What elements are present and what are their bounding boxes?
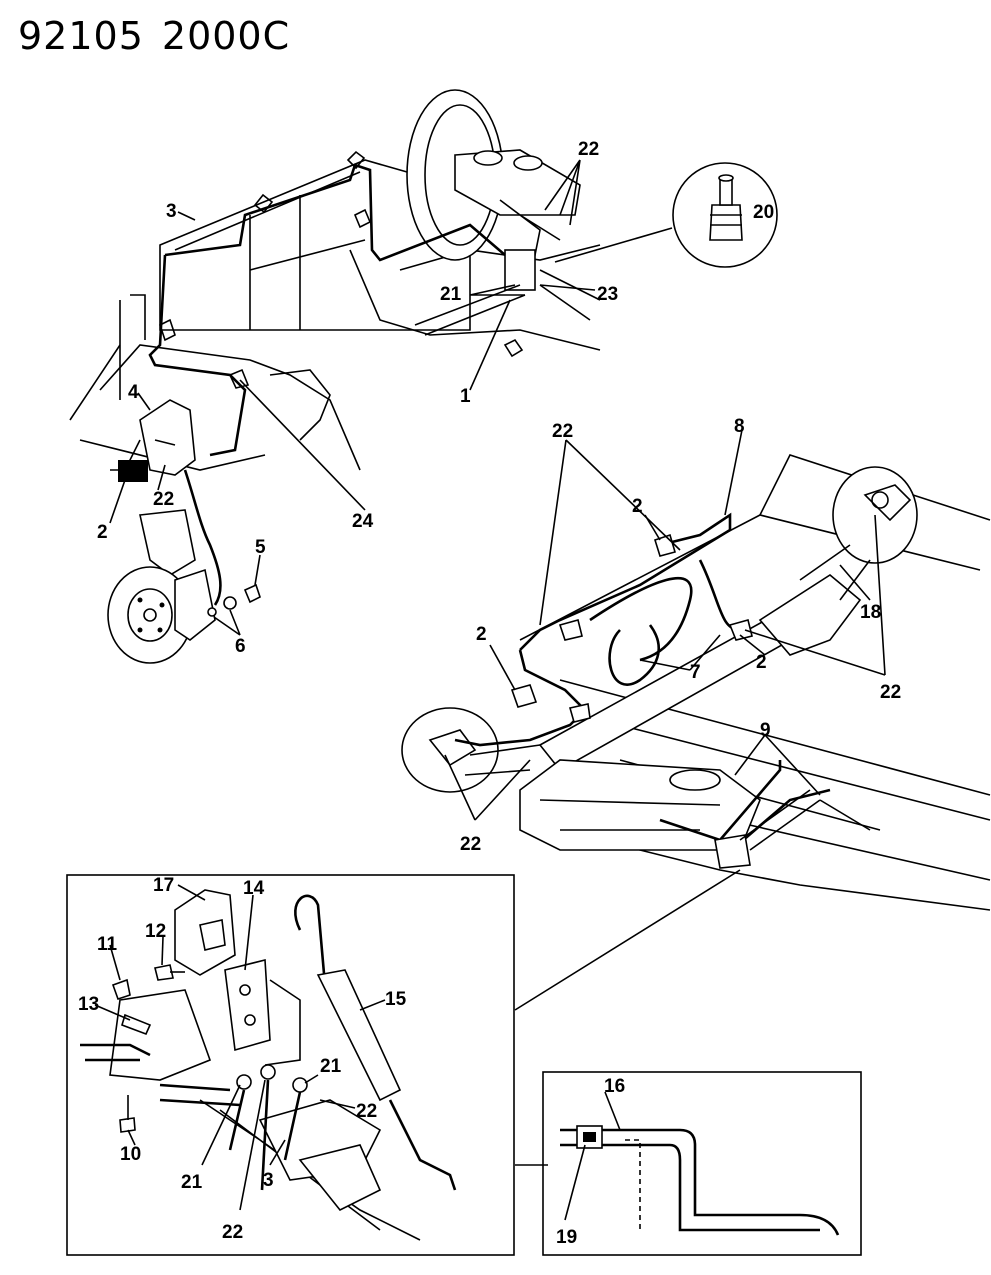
callout-11: 11 <box>97 934 118 955</box>
callout-22-rear-top: 22 <box>552 421 573 442</box>
callout-10: 10 <box>120 1144 141 1165</box>
callout-17: 17 <box>153 875 174 896</box>
callout-13: 13 <box>78 994 99 1015</box>
callout-1: 1 <box>460 386 471 407</box>
callout-4: 4 <box>128 382 139 403</box>
callout-3-detail: 3 <box>263 1170 274 1191</box>
callout-22-rear-left: 22 <box>460 834 481 855</box>
diagram-code-left: 92105 <box>18 14 144 58</box>
callout-6: 6 <box>235 636 246 657</box>
callout-2-rear-top: 2 <box>632 496 643 517</box>
diagram-code-right: 2000C <box>161 14 291 58</box>
callout-2-front: 2 <box>97 522 108 543</box>
callout-20: 20 <box>753 202 774 223</box>
callout-12: 12 <box>145 921 166 942</box>
leader-lines <box>94 159 886 1221</box>
rear-assembly <box>401 454 991 1011</box>
callout-19: 19 <box>556 1227 577 1248</box>
callout-8: 8 <box>734 416 745 437</box>
callout-5: 5 <box>255 537 266 558</box>
detail-inset-box <box>66 874 515 1256</box>
callout-21-detail-left: 21 <box>181 1172 203 1193</box>
callout-22-front: 22 <box>153 489 174 510</box>
callout-9: 9 <box>760 720 771 741</box>
callout-7: 7 <box>690 662 701 683</box>
callout-labels: 1 2 2 2 2 3 3 4 5 6 7 8 9 10 11 12 13 14… <box>78 139 901 1248</box>
callout-16: 16 <box>604 1076 625 1097</box>
callout-22-detail-bottom: 22 <box>222 1222 243 1243</box>
callout-3-top: 3 <box>166 201 177 222</box>
callout-24: 24 <box>352 511 374 532</box>
callout-18: 18 <box>860 602 881 623</box>
callout-14: 14 <box>243 878 265 899</box>
diagram-header: 92105 2000C <box>18 14 308 58</box>
front-assembly <box>69 89 778 664</box>
callout-22-rear-right: 22 <box>880 682 901 703</box>
callout-23: 23 <box>597 284 618 305</box>
callout-2-rear-left: 2 <box>476 624 487 645</box>
callout-22-top: 22 <box>578 139 599 160</box>
callout-15: 15 <box>385 989 407 1010</box>
detail-inset-clip <box>515 1071 862 1256</box>
callout-21-detail-right: 21 <box>320 1056 342 1077</box>
callout-21-top: 21 <box>440 284 462 305</box>
callout-22-detail-right: 22 <box>356 1101 377 1122</box>
callout-2-rear-right: 2 <box>756 652 767 673</box>
